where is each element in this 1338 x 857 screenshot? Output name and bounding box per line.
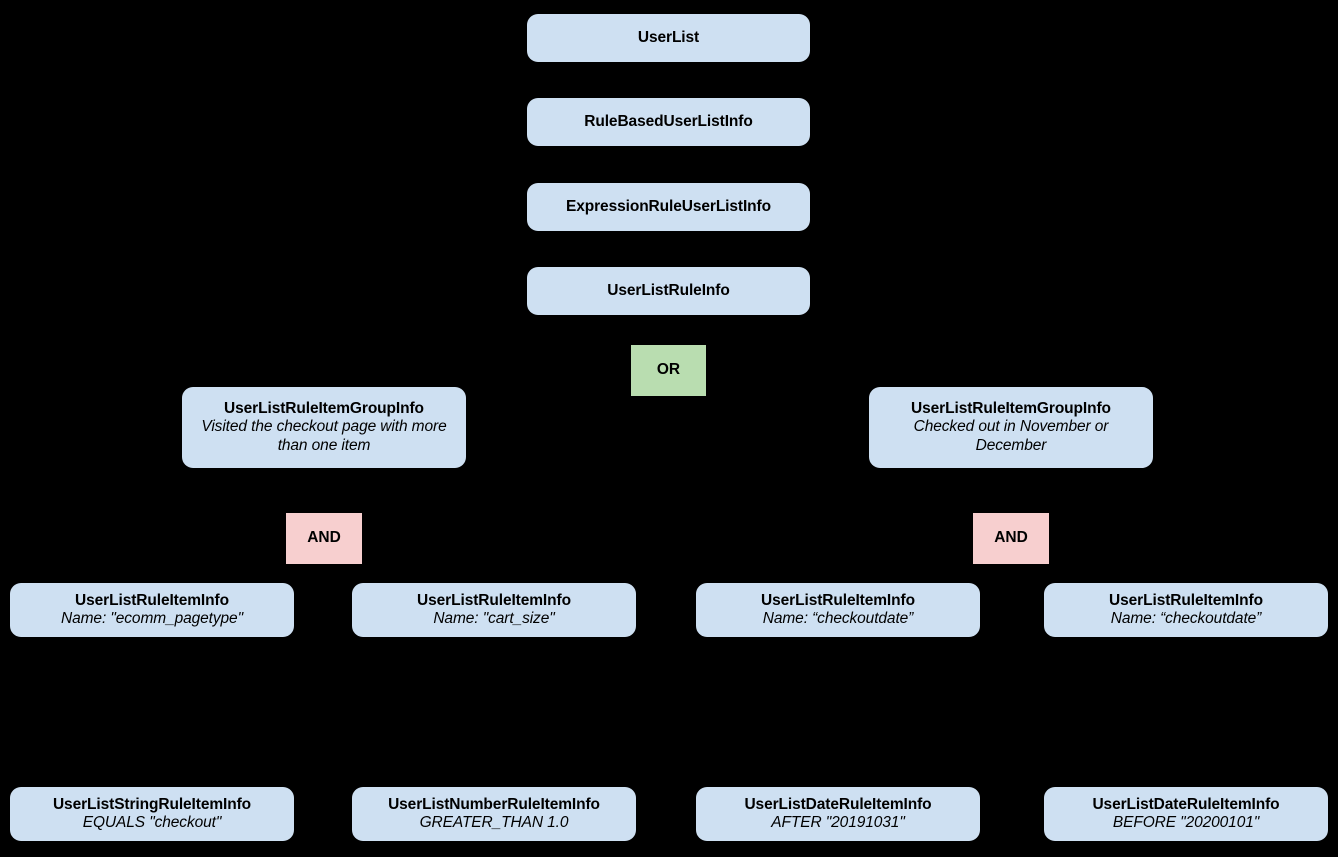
- edge-and-operator-right-to-rule-item-checkoutdate-before: [1010, 563, 1193, 586]
- node-detail: Name: "ecomm_pagetype": [61, 610, 243, 627]
- node-title: UserListRuleItemInfo: [417, 591, 571, 609]
- node-and-operator-right[interactable]: AND: [973, 513, 1049, 564]
- node-user-list-rule-info[interactable]: UserListRuleInfo: [527, 267, 810, 315]
- node-title: UserListRuleInfo: [607, 281, 730, 299]
- operator-label: AND: [307, 529, 341, 547]
- node-title: UserListNumberRuleItemInfo: [388, 795, 600, 813]
- edge-and-operator-left-to-rule-item-cart-size: [323, 563, 501, 586]
- node-title: UserListRuleItemInfo: [1109, 591, 1263, 609]
- edge-and-operator-right-to-rule-item-checkoutdate-after: [831, 563, 1012, 586]
- node-title: UserListRuleItemInfo: [761, 591, 915, 609]
- node-detail: GREATER_THAN 1.0: [419, 814, 569, 831]
- node-title: UserListDateRuleItemInfo: [1092, 795, 1280, 813]
- operator-label: OR: [656, 361, 681, 379]
- node-title: UserListDateRuleItemInfo: [744, 795, 932, 813]
- node-detail: EQUALS "checkout": [82, 814, 222, 831]
- node-detail: Visited the checkout page with more than…: [201, 418, 447, 454]
- node-title: ExpressionRuleUserListInfo: [566, 197, 771, 215]
- node-or-operator[interactable]: OR: [631, 345, 706, 396]
- node-title: UserListRuleItemInfo: [75, 591, 229, 609]
- node-detail: Checked out in November or December: [913, 418, 1109, 454]
- operator-label: AND: [994, 529, 1028, 547]
- node-detail: AFTER "20191031": [771, 814, 905, 831]
- node-detail: Name: “checkoutdate”: [762, 610, 914, 627]
- node-rule-based-user-list-info[interactable]: RuleBasedUserListInfo: [527, 98, 810, 146]
- edge-and-operator-left-to-rule-item-ecomm-pagetype: [145, 563, 325, 586]
- node-expression-rule-user-list-info[interactable]: ExpressionRuleUserListInfo: [527, 183, 810, 231]
- node-title: UserListStringRuleItemInfo: [52, 795, 252, 813]
- node-detail: Name: "cart_size": [433, 610, 555, 627]
- node-and-operator-left[interactable]: AND: [286, 513, 362, 564]
- node-detail: BEFORE "20200101": [1112, 814, 1260, 831]
- node-detail: Name: “checkoutdate”: [1110, 610, 1262, 627]
- node-title: RuleBasedUserListInfo: [584, 112, 753, 130]
- node-title: UserList: [637, 28, 700, 46]
- node-user-list[interactable]: UserList: [527, 14, 810, 62]
- node-title: UserListRuleItemGroupInfo: [224, 400, 424, 418]
- node-title: UserListRuleItemGroupInfo: [911, 400, 1111, 418]
